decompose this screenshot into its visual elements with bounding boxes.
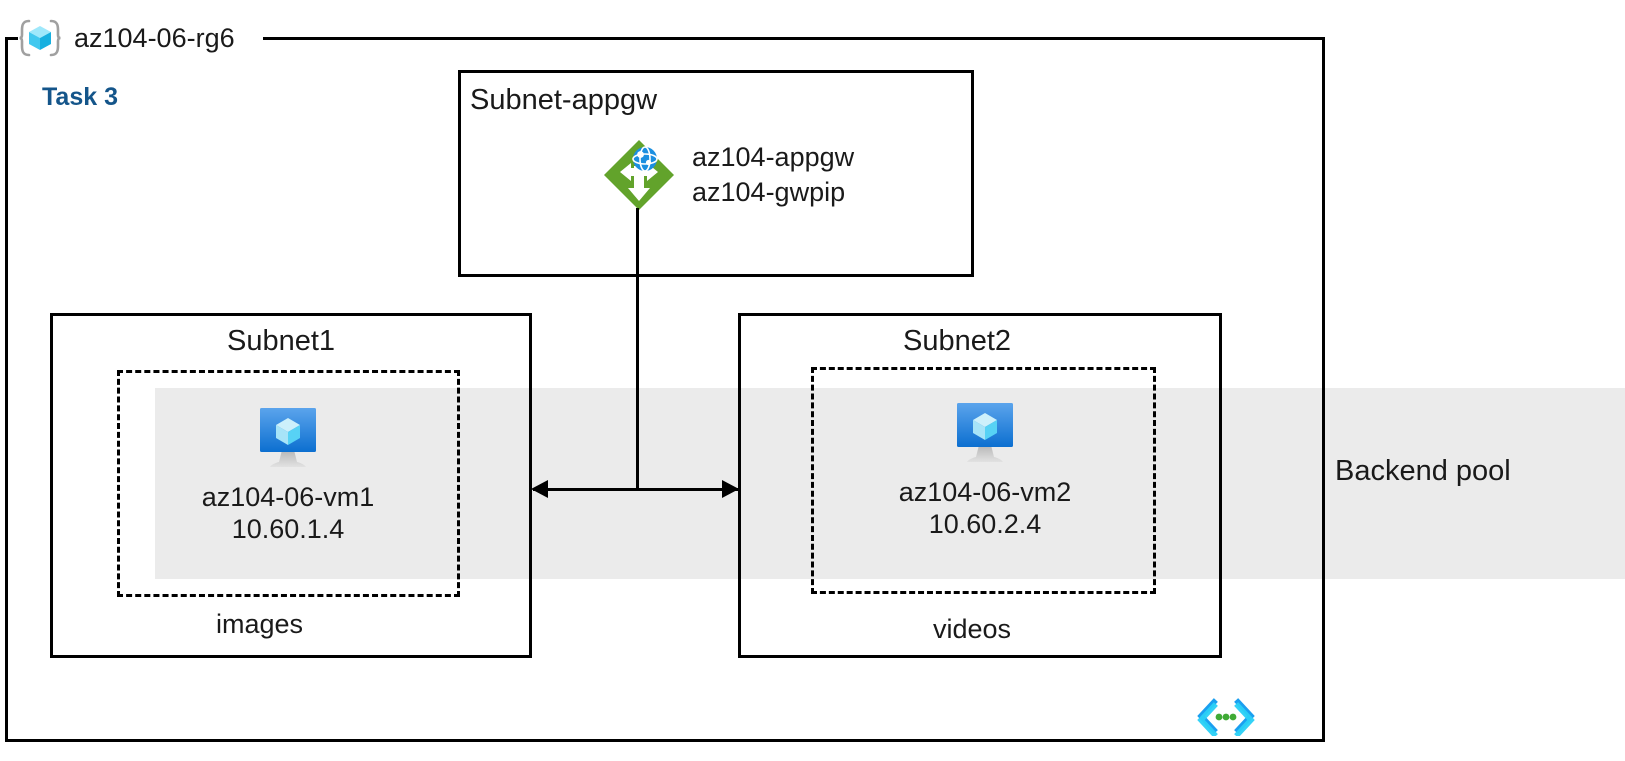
- resource-group-name: az104-06-rg6: [74, 22, 235, 53]
- vm1-ip-address: 10.60.1.4: [231, 513, 345, 544]
- virtual-machine-icon: [946, 395, 1024, 467]
- subnet-appgw-title: Subnet-appgw: [470, 84, 658, 116]
- subnet2-container-label: videos: [933, 614, 1012, 644]
- application-gateway-icon: [600, 136, 678, 214]
- vm1-name: az104-06-vm1: [201, 482, 375, 512]
- resource-group-title: az104-06-rg6: [18, 18, 263, 58]
- vm2-ip-address: 10.60.2.4: [928, 508, 1042, 539]
- arrow-head-to-subnet2: [722, 480, 739, 498]
- virtual-machine-2-node: az104-06-vm2 10.60.2.4: [855, 395, 1115, 541]
- application-gateway-labels: az104-appgw az104-gwpip: [692, 140, 854, 210]
- subnet2-title: Subnet2: [903, 325, 1012, 357]
- subnet1-boundary: [50, 313, 532, 658]
- appgw-public-ip-name: az104-gwpip: [692, 177, 846, 207]
- code-brackets-icon: [1197, 696, 1255, 738]
- subnet2-boundary: [738, 313, 1222, 658]
- virtual-machine-icon: [249, 400, 327, 472]
- subnet1-container-label: images: [216, 609, 304, 639]
- resource-group-boundary: [5, 37, 1325, 742]
- subnet1-subnet2-connector: [533, 488, 739, 491]
- backend-pool-band: [155, 388, 1625, 579]
- vm2-name: az104-06-vm2: [898, 477, 1072, 507]
- resource-group-cube-icon: [18, 18, 62, 58]
- arrow-head-to-subnet1: [531, 480, 548, 498]
- subnet1-vm-dashed-boundary: [117, 370, 460, 597]
- backend-pool-label: Backend pool: [1335, 455, 1511, 487]
- subnet-appgw-boundary: [458, 70, 974, 277]
- task-label: Task 3: [42, 83, 118, 111]
- virtual-machine-1-node: az104-06-vm1 10.60.1.4: [158, 400, 418, 546]
- subnet2-vm-dashed-boundary: [811, 367, 1156, 594]
- subnet1-title: Subnet1: [227, 325, 336, 357]
- appgw-resource-name: az104-appgw: [692, 141, 855, 172]
- application-gateway-node: az104-appgw az104-gwpip: [600, 136, 854, 214]
- appgw-to-subnets-connector: [636, 208, 639, 491]
